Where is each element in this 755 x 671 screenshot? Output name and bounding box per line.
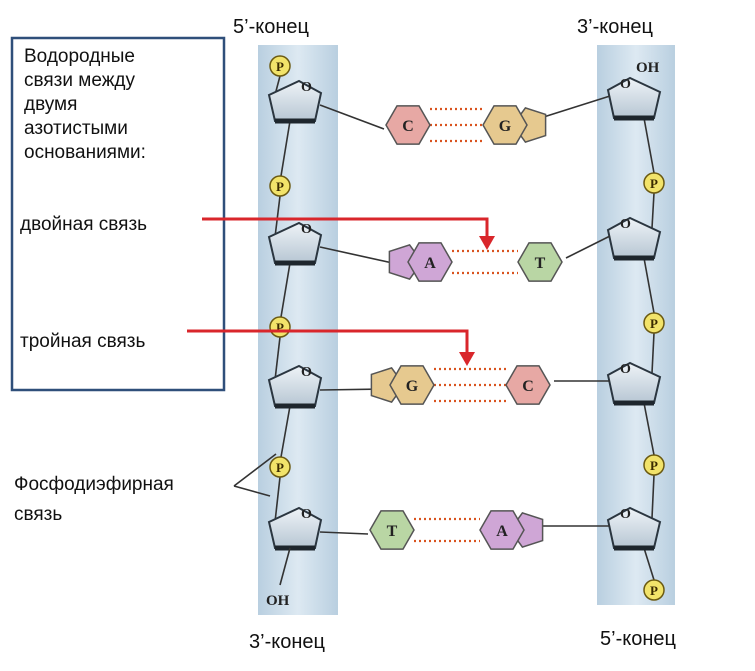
phosphate-symbol: P [650,458,658,473]
left-hydroxyl: OH [266,593,290,609]
left-backbone-link [280,262,291,318]
base-G: G [482,105,547,145]
right-phosphate: P [643,454,665,476]
left-phosphate: P [269,175,291,197]
right-phosphate: P [643,172,665,194]
phosphodiester-line-2: связь [14,504,62,525]
left-sugar: O [267,79,323,124]
base-letter: A [496,523,508,540]
glycosidic-bond-right [565,235,611,259]
ring-oxygen-label: O [301,507,312,522]
phosphate-symbol: P [276,320,284,335]
right-hydroxyl: OH [636,60,660,76]
base-letter: C [402,118,414,135]
ring-oxygen-label: O [620,362,631,377]
left-backbone-link [274,195,281,238]
base-letter: T [535,255,546,272]
left-backbone-link [280,405,291,458]
backbone-layer: P O P O P O P O OH OH O P O P O P O P [266,55,665,609]
label-top-right: 3’-конец [577,16,653,38]
legend-line-1: Водородные [24,46,135,67]
left-backbone-link [280,120,291,177]
right-sugar: O [606,216,662,261]
base-letter: G [499,118,512,135]
phosphodiester-label: Фосфодиэфирная связь [14,474,179,525]
right-backbone-link [643,257,655,314]
right-phosphate: P [643,312,665,334]
base-A: A [479,510,544,550]
base-letter: T [387,523,398,540]
right-backbone-link [651,474,655,519]
left-sugar: O [267,364,323,409]
glycosidic-bond-left [319,531,369,535]
base-A: A [388,242,453,282]
phosphate-symbol: P [650,316,658,331]
right-backbone-link [643,547,655,581]
phosphodiester-pointer-lower [233,485,271,497]
label-bottom-right: 5’-конец [600,628,676,650]
left-backbone-link [279,547,291,586]
left-sugar: O [267,506,323,551]
right-backbone-link [643,117,655,174]
right-backbone-link [643,402,655,456]
phosphate-symbol: P [276,460,284,475]
double-bond-label: двойная связь [20,214,147,235]
legend-line-2: связи между [24,70,135,91]
right-phosphate: P [643,579,665,601]
base-letter: C [522,378,534,395]
left-phosphate: P [269,456,291,478]
left-backbone-link [274,336,281,381]
label-top-left: 5’-конец [233,16,309,38]
ring-oxygen-label: O [620,507,631,522]
phosphate-symbol: P [276,179,284,194]
base-letter: A [424,255,436,272]
right-backbone-link [651,192,655,229]
legend-text: Водородные связи между двумя азотистыми … [24,46,146,163]
right-sugar: O [606,506,662,551]
right-sugar: O [606,361,662,406]
ring-oxygen-label: O [620,217,631,232]
ring-oxygen-label: O [301,80,312,95]
right-sugar: O [606,76,662,121]
glycosidic-bond-left [319,104,385,130]
left-sugar: O [267,221,323,266]
phosphate-symbol: P [650,176,658,191]
phosphodiester-line-1: Фосфодиэфирная [14,474,174,495]
left-phosphate: P [269,55,291,77]
base-T: T [369,510,415,550]
phosphodiester-label-bg [10,466,232,530]
legend-line-5: основаниями: [24,142,146,163]
ring-oxygen-label: O [301,222,312,237]
triple-bond-label: тройная связь [20,331,145,352]
phosphodiester-pointer-upper [233,453,277,487]
left-phosphate: P [269,316,291,338]
base-C: C [385,105,431,145]
right-backbone-link [651,332,655,374]
triple-bond-arrow [187,329,475,366]
base-G: G [370,365,435,405]
ring-oxygen-label: O [620,77,631,92]
base-letter: G [406,378,419,395]
phosphate-symbol: P [650,583,658,598]
legend-line-3: двумя [24,94,77,115]
ring-oxygen-label: O [301,365,312,380]
base-C: C [505,365,551,405]
left-backbone-link [274,476,281,523]
base-T: T [517,242,563,282]
legend-line-4: азотистыми [24,118,128,139]
label-bottom-left: 3’-конец [249,631,325,653]
phosphate-symbol: P [276,59,284,74]
double-bond-arrow [202,217,495,250]
